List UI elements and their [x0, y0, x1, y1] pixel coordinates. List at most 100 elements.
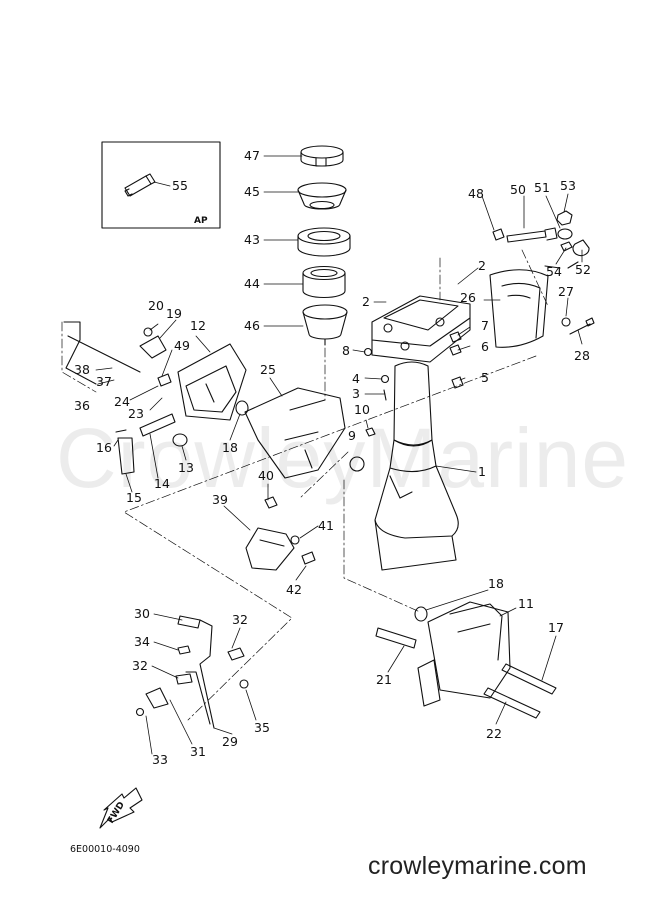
part-32-link-upper [227, 647, 245, 661]
part-21-pin [375, 627, 417, 649]
callout-48: 48 [468, 186, 484, 201]
callout-41: 41 [318, 518, 334, 533]
callout-40: 40 [258, 468, 274, 483]
part-29-rod [199, 619, 215, 729]
callout-31: 31 [190, 744, 206, 759]
callout-9: 9 [348, 428, 356, 443]
callout-19: 19 [166, 306, 182, 321]
part-42-bolt [301, 551, 316, 565]
part-41-nut [290, 535, 300, 545]
callout-53: 53 [560, 178, 576, 193]
callout-15: 15 [126, 490, 142, 505]
part-37-rod [67, 335, 141, 373]
callout-14: 14 [154, 476, 170, 491]
callout-18-upper: 18 [222, 440, 238, 455]
callout-2-upper: 2 [478, 258, 486, 273]
alignment-guide-lines [61, 249, 549, 721]
callout-54: 54 [546, 264, 562, 279]
part-20-nut [143, 327, 153, 337]
part-47-clamp [300, 145, 344, 167]
part-18-washer-lower [414, 606, 428, 622]
callout-36: 36 [74, 398, 90, 413]
part-12-clamp-bracket [177, 343, 247, 421]
part-34-spring [177, 645, 191, 655]
part-52-knob [572, 239, 590, 257]
callout-55: 55 [172, 178, 188, 193]
callout-43: 43 [244, 232, 260, 247]
part-30-grip [177, 615, 201, 629]
part-51-grommet [557, 228, 573, 240]
leader-lines [95, 155, 583, 755]
part-40-cap [264, 496, 278, 509]
callout-12: 12 [190, 318, 206, 333]
part-53-cap [556, 210, 573, 226]
part-46-sleeve [302, 304, 348, 346]
callout-7: 7 [481, 318, 489, 333]
part-10-washer [365, 427, 376, 437]
callout-22: 22 [486, 726, 502, 741]
callout-18-lower: 18 [488, 576, 504, 591]
callout-28: 28 [574, 348, 590, 363]
callout-34: 34 [134, 634, 150, 649]
callout-52: 52 [575, 262, 591, 277]
part-36-37-38-rod-frame [63, 321, 97, 385]
callout-32-upper: 32 [232, 612, 248, 627]
part-19-lever [139, 335, 167, 359]
part-32-link-lower [175, 673, 193, 685]
part-43-seal [297, 227, 351, 257]
callout-50: 50 [510, 182, 526, 197]
part-5-bolt [451, 376, 464, 389]
part-22-bolt [483, 687, 541, 719]
callout-13: 13 [178, 460, 194, 475]
part-3-bolt [383, 389, 387, 401]
bracket-52-54 [544, 261, 579, 269]
callout-17: 17 [548, 620, 564, 635]
callout-20: 20 [148, 298, 164, 313]
inset-tag: AP [194, 216, 208, 226]
part-35-spring [239, 679, 249, 689]
callout-38: 38 [74, 362, 90, 377]
callout-30: 30 [134, 606, 150, 621]
part-33-bolt [135, 707, 145, 717]
callout-33: 33 [152, 752, 168, 767]
part-49-spring [157, 373, 172, 387]
callout-49: 49 [174, 338, 190, 353]
part-8-bolt [363, 347, 373, 357]
part-50-bolt [506, 227, 558, 243]
part-55-valve [124, 173, 156, 197]
part-26-cover [489, 269, 549, 348]
callout-44: 44 [244, 276, 260, 291]
part-1-drive-housing [374, 361, 459, 571]
part-6-nut [449, 344, 462, 356]
callout-11: 11 [518, 596, 534, 611]
callout-labels: 47 45 43 44 46 55 48 50 51 53 54 52 2 2 … [70, 148, 591, 855]
part-15-lever [117, 437, 135, 475]
part-39-tilt-lever [245, 527, 295, 571]
callout-35: 35 [254, 720, 270, 735]
part-9-grommet [349, 456, 365, 472]
part-17-bolt [501, 663, 557, 695]
callout-29: 29 [222, 734, 238, 749]
inset-frame [101, 141, 221, 229]
part-14-spring [139, 413, 176, 437]
part-2-upper-casing [371, 295, 471, 363]
part-48-nut [492, 228, 505, 241]
part-16-bolt [115, 429, 127, 433]
forward-label: FWD [106, 800, 127, 825]
part-28-bolt [569, 317, 595, 335]
part-code: 6E00010-4090 [70, 844, 140, 855]
part-25-swivel-bracket [244, 387, 346, 479]
part-54-screw [560, 241, 573, 252]
part-44-seal [302, 265, 346, 299]
callout-26: 26 [460, 290, 476, 305]
callout-32-lower: 32 [132, 658, 148, 673]
callout-51: 51 [534, 180, 550, 195]
callout-37: 37 [96, 374, 112, 389]
callout-47: 47 [244, 148, 260, 163]
callout-39: 39 [212, 492, 228, 507]
callout-6: 6 [481, 339, 489, 354]
callout-24: 24 [114, 394, 130, 409]
forward-arrow-icon [99, 787, 143, 829]
part-11-clamp-bracket [417, 601, 511, 707]
footer-url[interactable]: crowleymarine.com [368, 852, 587, 880]
